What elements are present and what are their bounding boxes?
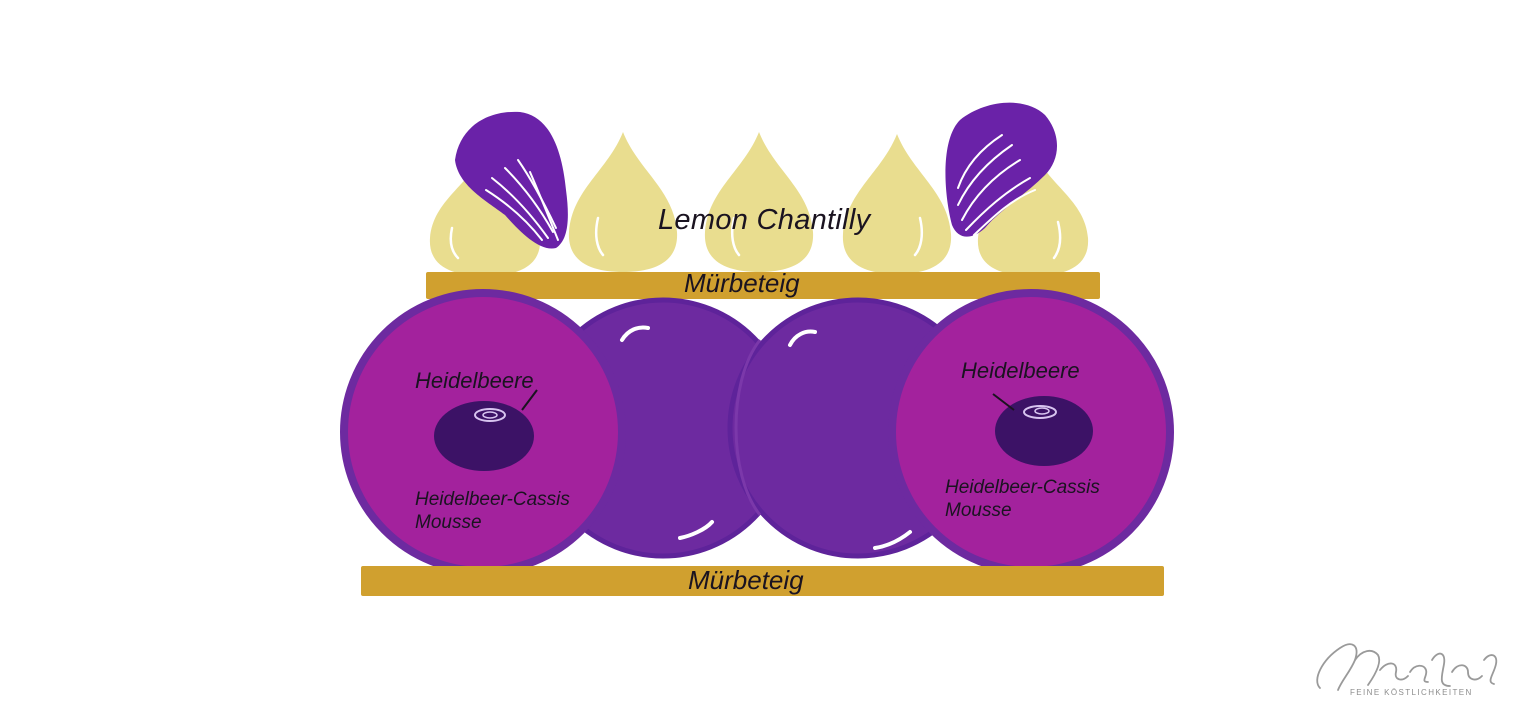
chantilly-dollop-2 [568, 132, 678, 272]
petal-left [455, 111, 568, 249]
label-mousse-left: Heidelbeer-Cassis Mousse [415, 488, 615, 534]
label-lemon-chantilly: Lemon Chantilly [658, 204, 871, 236]
label-shortcrust-top: Mürbeteig [684, 268, 800, 298]
label-blueberry-right: Heidelbeere [961, 358, 1080, 383]
blueberry-right [992, 393, 1093, 466]
label-mousse-left-line2: Mousse [415, 512, 482, 533]
shortcrust-top-layer [426, 272, 1100, 299]
blueberry-left [434, 389, 538, 471]
label-mousse-left-line1: Heidelbeer-Cassis [415, 489, 570, 510]
petal-right [945, 102, 1058, 237]
label-mousse-right-line1: Heidelbeer-Cassis [945, 477, 1100, 498]
chantilly-dollop-1 [429, 150, 541, 276]
chantilly-dollop-4 [842, 134, 952, 274]
watermark-tagline: FEINE KÖSTLICHKEITEN [1350, 688, 1473, 697]
watermark-logo [1316, 643, 1498, 691]
label-blueberry-left: Heidelbeere [415, 368, 534, 393]
label-mousse-right: Heidelbeer-Cassis Mousse [945, 476, 1145, 522]
label-shortcrust-bottom: Mürbeteig [688, 565, 804, 595]
label-mousse-right-line2: Mousse [945, 500, 1012, 521]
chantilly-dollop-3 [704, 132, 814, 272]
lemon-chantilly-dollops [429, 132, 1089, 276]
shortcrust-bottom-layer [361, 566, 1164, 596]
